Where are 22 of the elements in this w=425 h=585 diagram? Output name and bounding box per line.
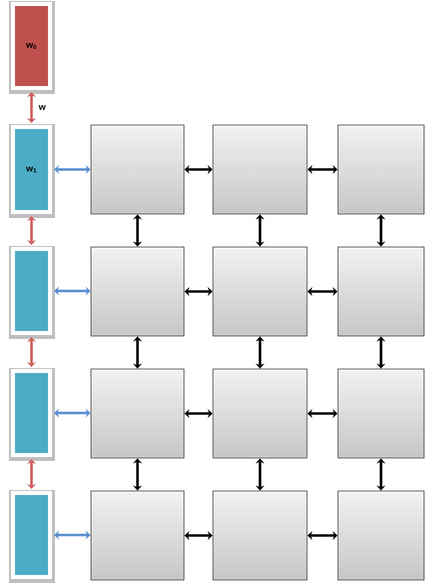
double-arrow bbox=[26, 337, 36, 367]
square-box bbox=[338, 490, 424, 580]
square-box bbox=[90, 490, 184, 580]
bar: w$_{0}$ bbox=[9, 1, 55, 94]
square-box bbox=[338, 368, 424, 458]
square-box bbox=[338, 246, 424, 336]
square-box bbox=[212, 490, 308, 580]
double-arrow bbox=[26, 216, 36, 245]
double-arrow bbox=[26, 459, 36, 489]
bar bbox=[9, 490, 55, 583]
bar bbox=[9, 368, 55, 461]
bar bbox=[9, 246, 55, 339]
bar: w$_{1}$ bbox=[9, 124, 55, 218]
square-box bbox=[212, 368, 308, 458]
square-box bbox=[338, 124, 424, 214]
edge-label: w bbox=[38, 104, 47, 111]
square-box bbox=[90, 368, 184, 458]
square-box bbox=[90, 246, 184, 336]
double-arrow bbox=[26, 92, 36, 123]
square-box bbox=[212, 124, 308, 214]
square-box bbox=[212, 246, 308, 336]
square-box bbox=[90, 124, 184, 214]
